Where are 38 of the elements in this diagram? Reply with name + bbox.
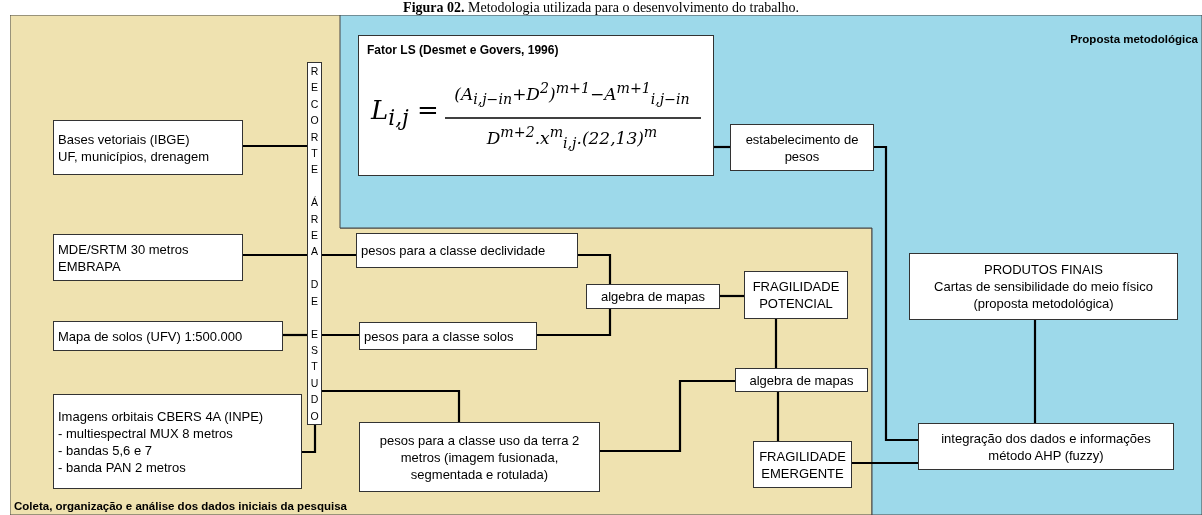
connector-line bbox=[774, 319, 778, 368]
data-source-box: Imagens orbitais CBERS 4A (INPE) - multiespectral MUX 8 metros - bandas 5,6 e 7 - banda PAN 2 metros bbox=[53, 394, 302, 489]
formula-box bbox=[358, 35, 714, 176]
connector-line bbox=[600, 379, 735, 453]
connector-line bbox=[322, 333, 359, 337]
clip-study-area-bar: RECORTE ÁREA DE ESTUDO bbox=[307, 62, 322, 425]
connector-line bbox=[1033, 320, 1037, 423]
weight-box: pesos para a classe solos bbox=[359, 322, 537, 350]
connector-line bbox=[776, 392, 780, 441]
connector-line bbox=[283, 333, 307, 337]
connector-line bbox=[243, 253, 307, 257]
process-box: integração dos dados e informações método AHP (fuzzy) bbox=[918, 423, 1174, 470]
figure-title: Figura 02. Metodologia utilizada para o desenvolvimento do trabalho. bbox=[402, 0, 800, 15]
weight-box: pesos para a classe declividade bbox=[356, 233, 578, 268]
connector-line bbox=[302, 425, 317, 454]
connector-line bbox=[322, 253, 356, 257]
connector-line bbox=[720, 294, 744, 298]
connector-line bbox=[578, 253, 612, 284]
data-source-box: MDE/SRTM 30 metros EMBRAPA bbox=[53, 234, 243, 281]
result-box: FRAGILIDADE EMERGENTE bbox=[753, 441, 852, 488]
connector-line bbox=[322, 389, 461, 422]
connector-line bbox=[714, 145, 730, 149]
process-box: algebra de mapas bbox=[735, 368, 868, 392]
connector-line bbox=[852, 461, 918, 465]
weight-box: pesos para a classe uso da terra 2 metros (imagem fusionada, segmentada e rotulada) bbox=[359, 422, 600, 492]
connector-line bbox=[243, 144, 307, 148]
process-box: algebra de mapas bbox=[586, 284, 720, 309]
formula-denominator: D$^{m+2}$.x$^{m}$$_{i,j}$.(22,13)$^{m}$ bbox=[485, 124, 659, 153]
data-source-box: Bases vetoriais (IBGE) UF, municípios, drenagem bbox=[53, 120, 243, 175]
formula-title: Fator LS (Desmet e Govers, 1996) bbox=[367, 42, 559, 59]
output-box: PRODUTOS FINAIS Cartas de sensibilidade do meio físico (proposta metodológica) bbox=[909, 253, 1178, 320]
process-box: estabelecimento de pesos bbox=[730, 124, 874, 171]
panel-heading: Proposta metodológica bbox=[1070, 33, 1198, 45]
connector-line bbox=[874, 145, 918, 442]
panel-heading: Coleta, organização e análise dos dados iniciais da pesquisa bbox=[14, 500, 347, 512]
connector-line bbox=[537, 309, 612, 337]
result-box: FRAGILIDADE POTENCIAL bbox=[744, 271, 848, 319]
data-source-box: Mapa de solos (UFV) 1:500.000 bbox=[53, 321, 283, 351]
